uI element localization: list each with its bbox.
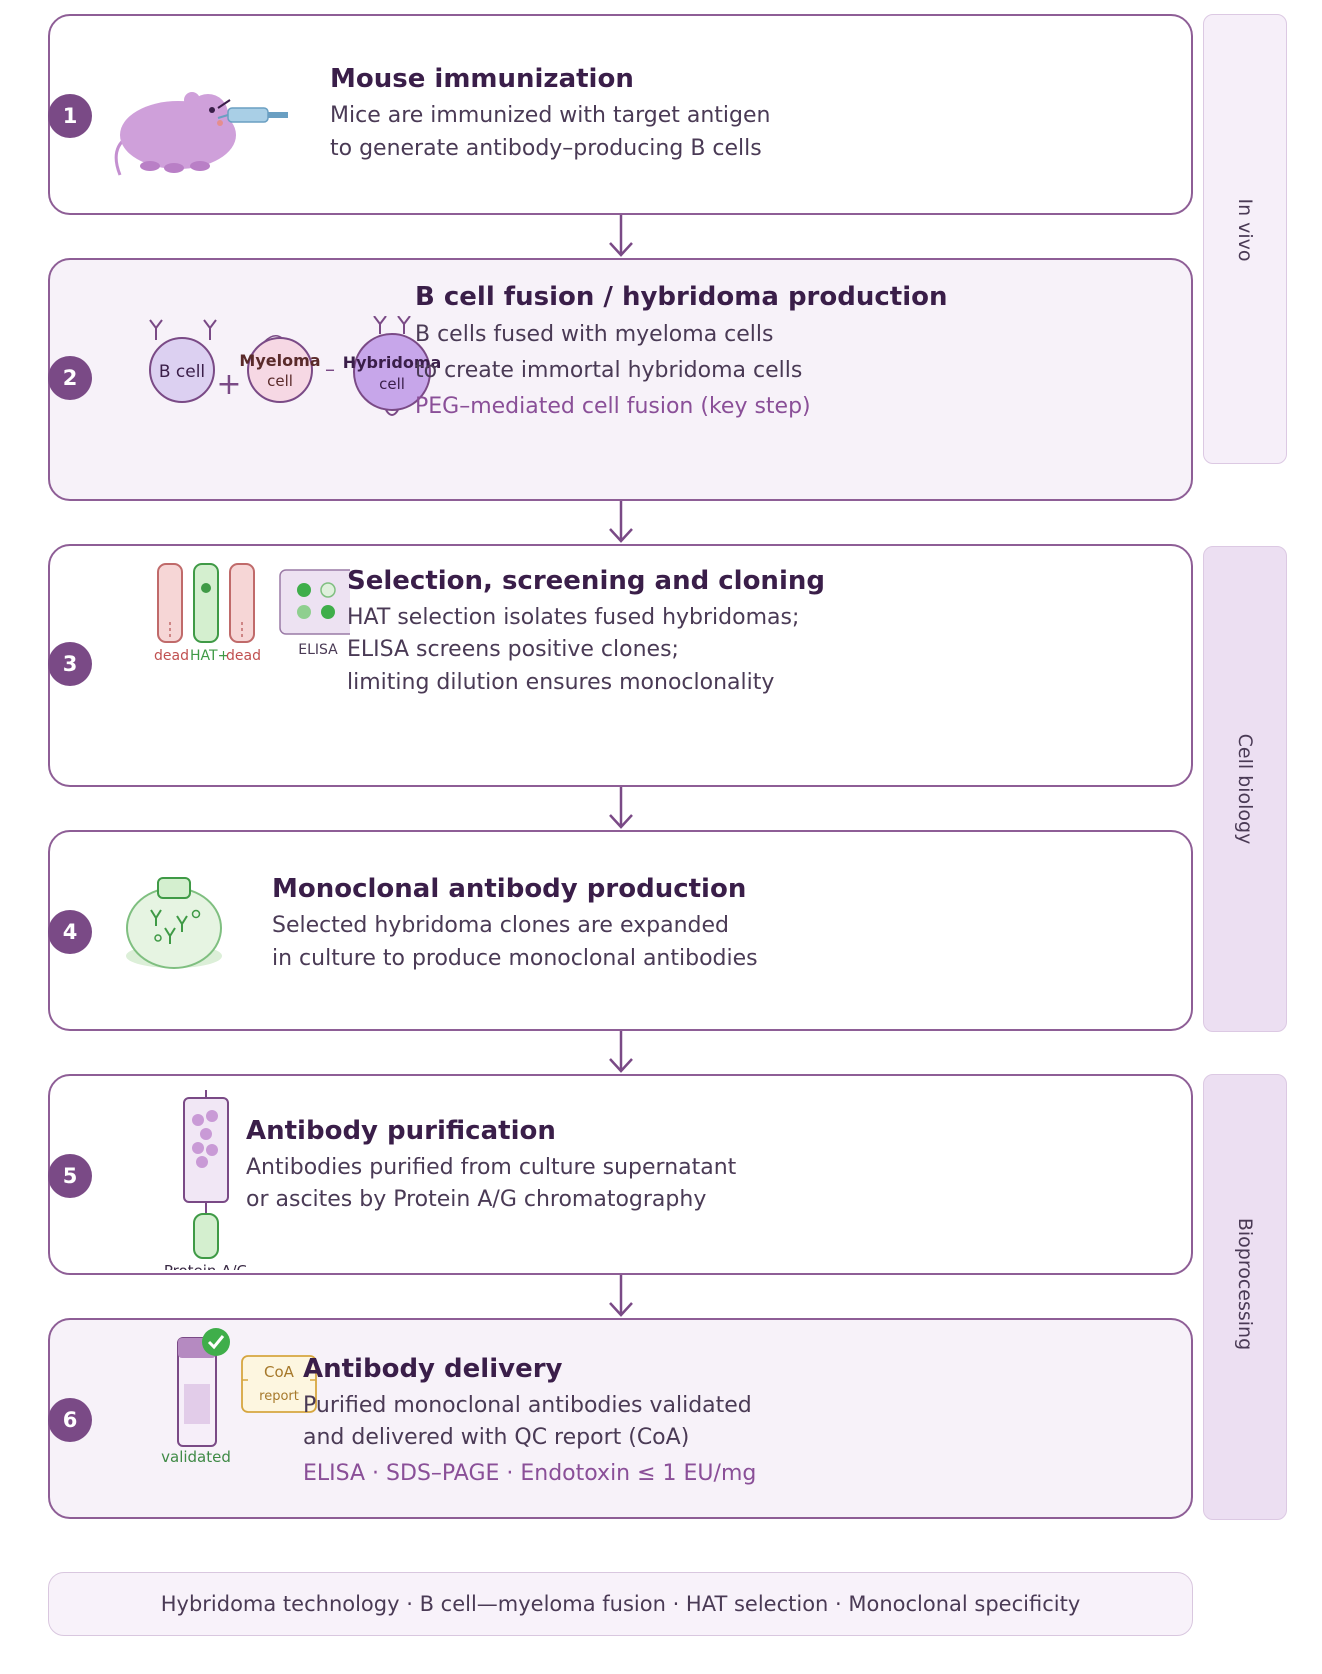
flow-arrow-5 (609, 1275, 633, 1317)
step-6-title: Antibody delivery (303, 1354, 563, 1384)
step-2-line-1: B cells fused with myeloma cells (415, 322, 774, 347)
myeloma-label-1: Myeloma (239, 351, 320, 370)
step-4-title: Monoclonal antibody production (272, 874, 747, 904)
phase-bioprocessing-label: Bioprocessing (1234, 1217, 1256, 1350)
step-1-title: Mouse immunization (330, 64, 634, 94)
step-5-line-2: or ascites by Protein A/G chromatography (246, 1187, 707, 1212)
step-4-badge: 4 (48, 910, 92, 954)
b-cell-label: B cell (159, 362, 205, 382)
step-5-line-1: Antibodies purified from culture superna… (246, 1155, 737, 1180)
step-3-badge: 3 (48, 642, 92, 686)
step-2-accent: PEG–mediated cell fusion (key step) (415, 394, 811, 419)
step-2-card: 2 B cell + Myeloma cell – Hybridoma cell… (48, 258, 1193, 501)
flow-arrow-1 (609, 215, 633, 257)
step-1-line-2: to generate antibody–producing B cells (330, 136, 762, 161)
step-6-card: 6 validated CoA report Antibody delivery… (48, 1318, 1193, 1519)
step-3-line-1: HAT selection isolates fused hybridomas; (347, 605, 800, 630)
coa-label: CoA (264, 1363, 295, 1381)
step-4-line-2: in culture to produce monoclonal antibod… (272, 946, 758, 971)
step-2-title: B cell fusion / hybridoma production (415, 282, 948, 312)
dead-label-left: dead (154, 648, 189, 664)
cell-fusion-icon: B cell + Myeloma cell – Hybridoma cell (149, 316, 440, 416)
step-1-badge: 1 (48, 94, 92, 138)
step-6-line-2: and delivered with QC report (CoA) (303, 1425, 690, 1450)
hat-selection-elisa-icon: dead HAT+ dead ELISA (154, 563, 350, 664)
minus-sign: – (325, 357, 335, 381)
protein-ag-label: Protein A/G (164, 1262, 246, 1270)
step-3-card: 3 dead HAT+ dead ELISA Selection, screen… (48, 544, 1193, 787)
report-label: report (259, 1389, 299, 1404)
chromatography-column-icon: Protein A/G (164, 1090, 246, 1270)
step-3-line-2: ELISA screens positive clones; (347, 637, 679, 662)
flow-arrow-2 (609, 501, 633, 543)
step-5-badge: 5 (48, 1154, 92, 1198)
plus-sign: + (216, 367, 241, 402)
step-5-title: Antibody purification (246, 1116, 556, 1146)
myeloma-label-2: cell (267, 372, 293, 390)
footer-text: Hybridoma technology · B cell—myeloma fu… (160, 1592, 1081, 1616)
phase-cell-biology: Cell biology (1203, 546, 1287, 1032)
phase-in-vivo-label: In vivo (1234, 198, 1256, 262)
flow-arrow-3 (609, 787, 633, 829)
flow-arrow-4 (609, 1031, 633, 1073)
phase-in-vivo: In vivo (1203, 14, 1287, 464)
hat-label: HAT+ (190, 648, 229, 664)
phase-cell-biology-label: Cell biology (1234, 733, 1256, 845)
step-1-card: 1 Mouse immunization Mice are immunized … (48, 14, 1193, 215)
step-4-card: 4 Monoclonal antibody production Selecte… (48, 830, 1193, 1031)
phase-bioprocessing: Bioprocessing (1203, 1074, 1287, 1520)
step-6-line-1: Purified monoclonal antibodies validated (303, 1393, 752, 1418)
step-5-card: 5 Protein A/G Antibody purification Anti… (48, 1074, 1193, 1275)
step-6-accent: ELISA · SDS–PAGE · Endotoxin ≤ 1 EU/mg (303, 1461, 757, 1486)
mouse-syringe-icon (114, 92, 288, 176)
step-6-badge: 6 (48, 1398, 92, 1442)
validated-vial-coa-icon: validated CoA report (161, 1328, 317, 1464)
footer-keywords: Hybridoma technology · B cell—myeloma fu… (48, 1572, 1193, 1636)
step-2-line-2: to create immortal hybridoma cells (415, 358, 803, 383)
hybridoma-label-1: Hybridoma (343, 353, 440, 372)
step-1-line-1: Mice are immunized with target antigen (330, 103, 771, 128)
validated-label: validated (161, 1448, 231, 1464)
step-3-line-3: limiting dilution ensures monoclonality (347, 670, 775, 695)
elisa-label: ELISA (298, 642, 338, 658)
culture-flask-icon (126, 877, 222, 969)
dead-label-right: dead (226, 648, 261, 664)
step-2-badge: 2 (48, 356, 92, 400)
step-3-title: Selection, screening and cloning (347, 566, 825, 596)
step-4-line-1: Selected hybridoma clones are expanded (272, 913, 729, 938)
hybridoma-label-2: cell (379, 375, 405, 393)
